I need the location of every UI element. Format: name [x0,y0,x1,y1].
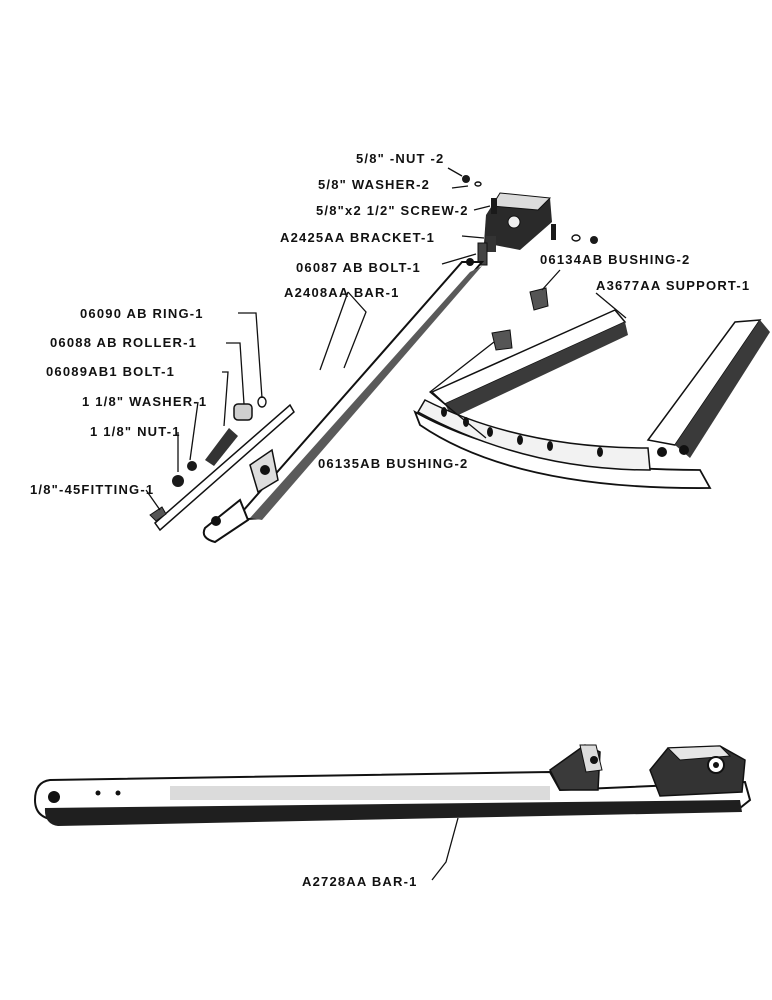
bolt-06087-part [477,242,488,266]
label-bar-a2408: A2408AA BAR-1 [284,285,400,300]
label-support: A3677AA SUPPORT-1 [596,278,750,293]
label-bolt-06089: 06089AB1 BOLT-1 [46,364,175,379]
small-parts [149,396,267,522]
label-bar-a2728: A2728AA BAR-1 [302,874,418,889]
label-fitting: 1/8"-45FITTING-1 [30,482,154,497]
label-bushing-06135: 06135AB BUSHING-2 [318,456,468,471]
label-nut-118: 1 1/8" NUT-1 [90,424,181,439]
label-bolt-06087: 06087 AB BOLT-1 [296,260,421,275]
labels-lower: A2728AA BAR-1 [302,874,418,889]
screws-part [462,175,598,244]
bar-a2408-part [202,258,485,544]
label-ring: 06090 AB RING-1 [80,306,204,321]
label-bushing-06134: 06134AB BUSHING-2 [540,252,690,267]
label-roller: 06088 AB ROLLER-1 [50,335,197,350]
bracket-part [484,192,552,252]
label-screw: 5/8"x2 1/2" SCREW-2 [316,203,469,218]
bushing-parts [491,287,549,351]
bar-a2728-part [33,744,752,826]
leader-lines-lower [431,817,459,881]
leader-lines-upper [145,167,627,511]
label-washer-58: 5/8" WASHER-2 [318,177,430,192]
labels-upper: 5/8" -NUT -2 5/8" WASHER-2 5/8"x2 1/2" S… [30,151,750,497]
roller-plate-part [153,403,295,532]
label-nut: 5/8" -NUT -2 [356,151,444,166]
label-bracket: A2425AA BRACKET-1 [280,230,435,245]
label-washer-118: 1 1/8" WASHER-1 [82,394,207,409]
